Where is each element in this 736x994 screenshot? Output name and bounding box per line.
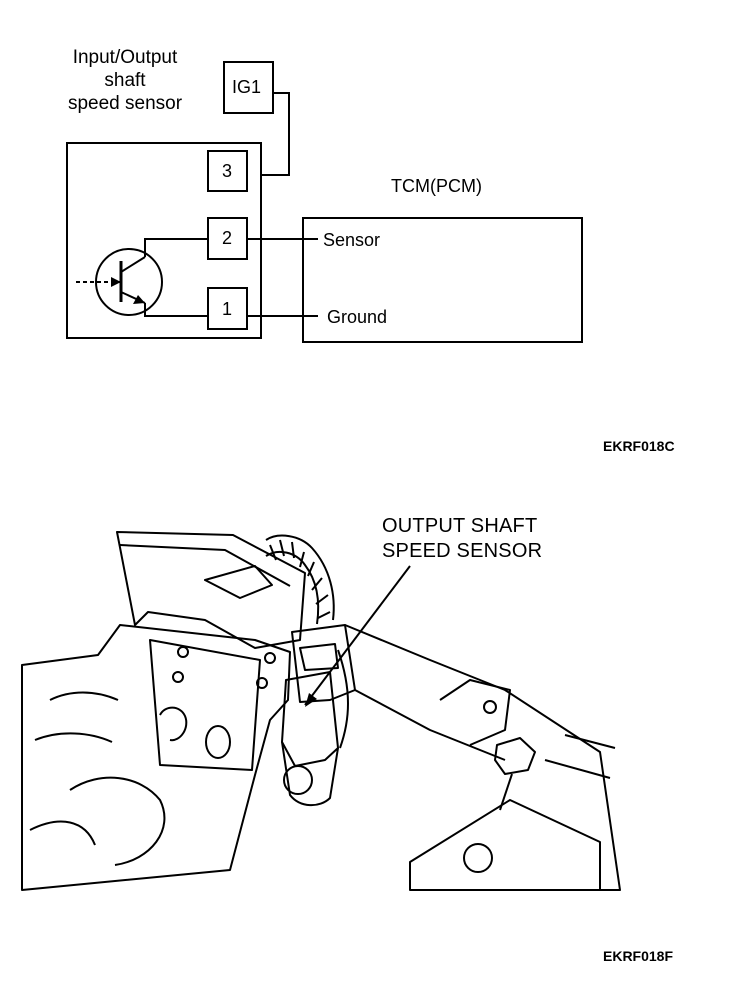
pin-1-box xyxy=(207,287,248,330)
ig1-wire xyxy=(261,92,290,176)
callout-label: OUTPUT SHAFT SPEED SENSOR xyxy=(382,514,542,564)
sensor-title-line-2: shaft xyxy=(104,70,146,91)
tcm-title: TCM(PCM) xyxy=(391,176,482,196)
sensor-title-line-1: Input/Output xyxy=(72,47,178,68)
ig1-label: IG1 xyxy=(232,77,262,97)
figure-code-top: EKRF018C xyxy=(603,438,675,454)
pin-3-box xyxy=(207,150,248,192)
pin-1-label: 1 xyxy=(222,299,233,319)
callout-line-1: OUTPUT SHAFT xyxy=(382,515,538,537)
sensor-housing xyxy=(66,142,262,339)
figure-code-bottom: EKRF018F xyxy=(603,948,674,964)
tcm-box xyxy=(302,217,583,343)
ig1-box xyxy=(223,61,274,114)
pin-2-label: 2 xyxy=(222,228,233,248)
transistor-symbol xyxy=(76,238,208,317)
transmission-illustration xyxy=(21,531,621,891)
sensor-terminal-label: Sensor xyxy=(323,230,381,250)
sensor-title-line-3: speed sensor xyxy=(67,93,183,114)
sensor-title: Input/Output shaft speed sensor xyxy=(40,46,210,115)
callout-arrowhead xyxy=(305,693,317,707)
ground-terminal-label: Ground xyxy=(327,307,388,327)
callout-line-2: SPEED SENSOR xyxy=(382,540,543,562)
pin-3-label: 3 xyxy=(222,161,233,181)
callout-leader-line xyxy=(304,565,411,706)
